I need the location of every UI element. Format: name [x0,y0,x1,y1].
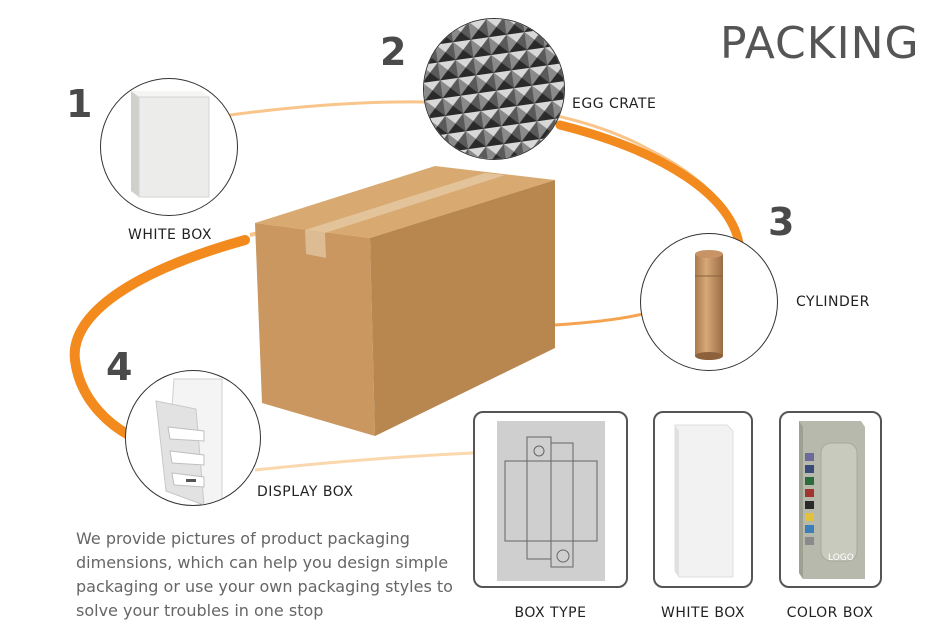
item-2-label: EGG CRATE [572,96,657,112]
egg-crate-image [424,19,564,159]
display-box-image [155,378,223,505]
white-box-card [653,411,753,588]
item-4-number: 4 [106,345,133,389]
white-box-image [131,91,210,198]
cylinder-image [695,250,723,360]
item-2-number: 2 [380,30,407,74]
box-template-image [497,421,605,581]
white-box-caption: WHITE BOX [661,605,745,621]
item-4-label: DISPLAY BOX [257,484,354,500]
color-box-caption: COLOR BOX [786,605,874,621]
egg-crate-circle [423,18,565,160]
item-3-label: CYLINDER [796,294,870,310]
box-type-card [473,411,628,588]
display-box-circle [125,370,261,506]
shipping-box-image [255,166,555,436]
color-box-image [799,421,865,579]
cylinder-circle [640,233,778,371]
description-text: We provide pictures of product packaging… [76,529,453,620]
color-box-card: LOGO [779,411,882,588]
logo-text: LOGO [828,553,854,563]
tall-white-box-image [674,424,734,578]
item-1-number: 1 [66,82,93,126]
white-box-circle [100,78,238,216]
item-1-label: WHITE BOX [128,227,212,243]
page-title: PACKING [720,18,920,69]
item-3-number: 3 [768,200,795,244]
box-type-caption: BOX TYPE [514,605,587,621]
